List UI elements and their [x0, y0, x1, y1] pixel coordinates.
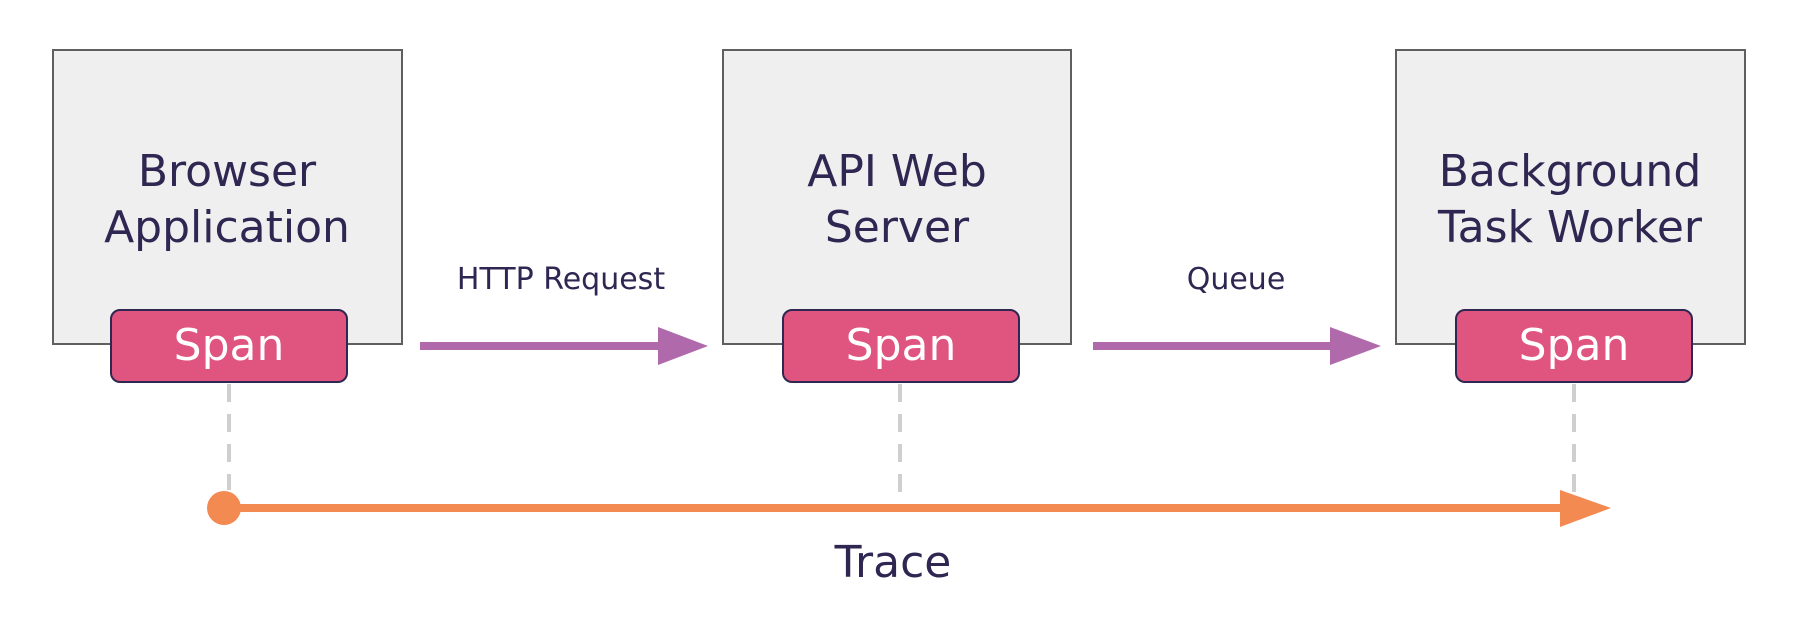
edge-label: Queue: [1187, 262, 1286, 297]
span-badge-box: [782, 309, 1020, 383]
span-badge-browser: Span: [110, 309, 348, 383]
span-badge-label: Span: [174, 320, 285, 371]
edge-label: HTTP Request: [457, 262, 665, 297]
node-title-line-1: Browser: [138, 146, 317, 197]
span-badge-worker: Span: [1455, 309, 1693, 383]
span-badge-label: Span: [846, 320, 957, 371]
span-badge-box: [110, 309, 348, 383]
node-box: [52, 49, 403, 345]
edge-queue: Queue: [1093, 262, 1381, 365]
node-box: [722, 49, 1072, 345]
edge-arrow-head: [1330, 327, 1381, 365]
span-badge-api: Span: [782, 309, 1020, 383]
node-box: [1395, 49, 1746, 345]
node-title-line-1: Background: [1439, 146, 1702, 197]
node-api-web-server: API Web Server: [722, 49, 1072, 345]
node-title-line-2: Task Worker: [1437, 202, 1703, 253]
trace-start-dot: [207, 491, 241, 525]
edge-arrow-head: [658, 327, 708, 365]
span-badge-label: Span: [1519, 320, 1630, 371]
node-title-line-2: Application: [104, 202, 350, 253]
trace-timeline: Trace: [207, 490, 1611, 588]
trace-arrow-head: [1560, 490, 1611, 527]
node-browser-application: Browser Application: [52, 49, 403, 345]
node-background-task-worker: Background Task Worker: [1395, 49, 1746, 345]
node-title-line-2: Server: [825, 202, 970, 253]
edge-http-request: HTTP Request: [420, 262, 708, 365]
trace-label: Trace: [834, 537, 952, 588]
span-badge-box: [1455, 309, 1693, 383]
node-title-line-1: API Web: [807, 146, 987, 197]
